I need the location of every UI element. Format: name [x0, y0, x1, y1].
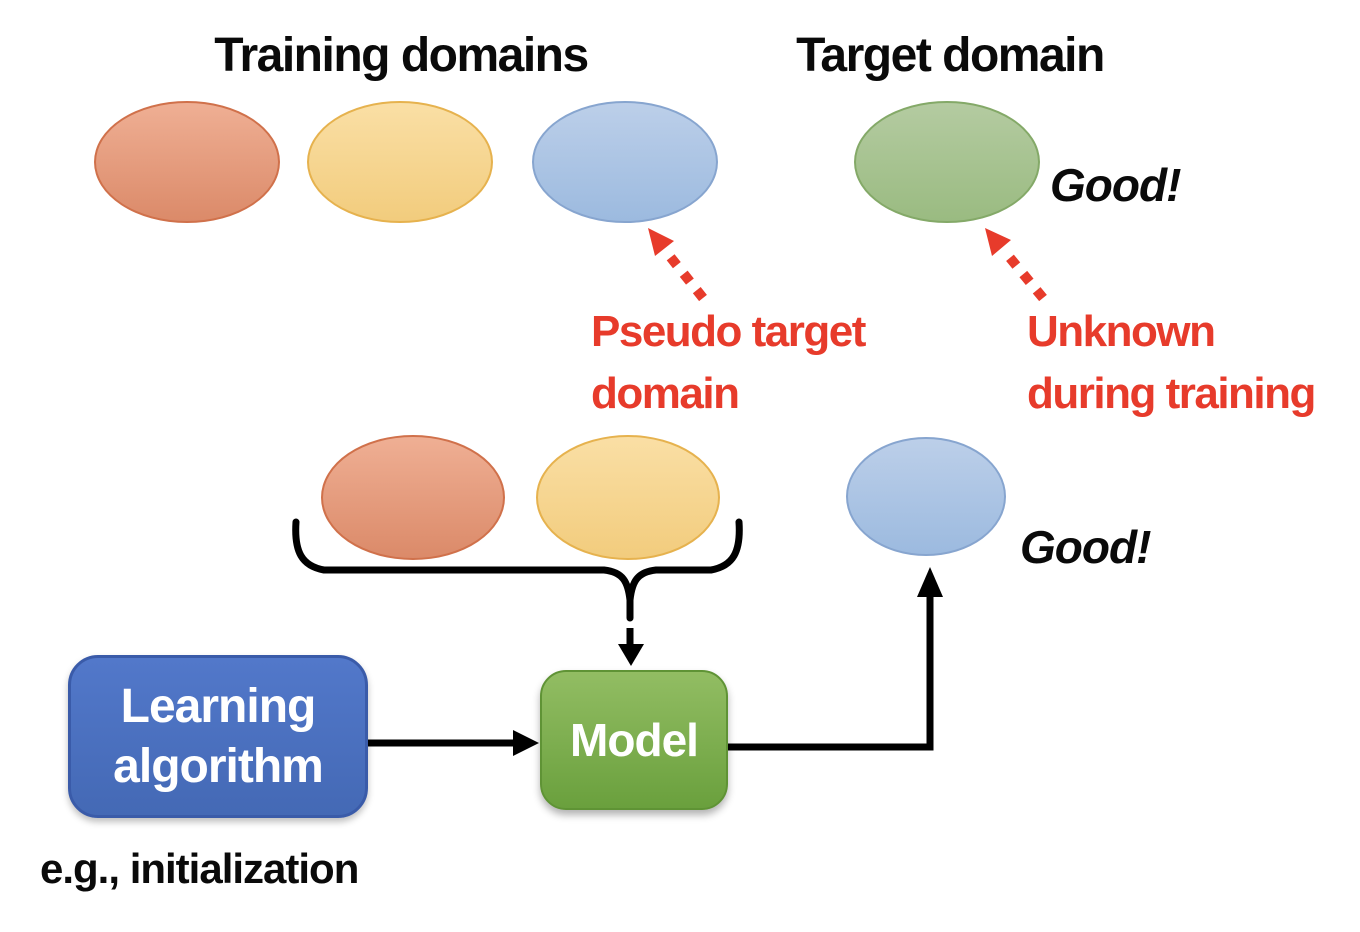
pseudo-target-ellipse-blue [846, 437, 1006, 556]
model-box: Model [540, 670, 728, 810]
pseudo-target-line1: Pseudo target [591, 307, 866, 356]
learning-algorithm-line1: Learning [120, 679, 317, 733]
pseudo-target-line2: domain [591, 369, 740, 418]
pseudo-training-ellipse-orange [321, 435, 505, 560]
unknown-annotation: Unknown during training [1027, 301, 1316, 425]
pseudo-target-annotation: Pseudo target domain [591, 301, 866, 425]
unknown-dashed-arrow [985, 228, 1047, 302]
target-domain-title: Target domain [796, 29, 1105, 82]
unknown-line1: Unknown [1027, 307, 1216, 356]
learning-algorithm-line2: algorithm [113, 739, 324, 793]
learning-algorithm-box: Learning algorithm [68, 655, 368, 818]
good-label-target: Good! [1050, 159, 1181, 211]
model-to-result-arrow [728, 567, 943, 751]
good-label-result: Good! [1020, 521, 1151, 573]
training-domain-ellipse-yellow [307, 101, 493, 223]
training-domain-ellipse-orange [94, 101, 280, 223]
learning-to-model-arrow [368, 730, 539, 756]
footnote-eg-initialization: e.g., initialization [40, 845, 359, 892]
training-domain-ellipse-blue [532, 101, 718, 223]
brace-to-model-dashed-arrow [618, 628, 644, 666]
model-label: Model [570, 714, 699, 766]
pseudo-target-dashed-arrow [648, 228, 707, 302]
unknown-line2: during training [1027, 369, 1316, 418]
training-domains-title: Training domains [214, 29, 589, 82]
pseudo-training-ellipse-yellow [536, 435, 720, 560]
target-domain-ellipse-green [854, 101, 1040, 223]
